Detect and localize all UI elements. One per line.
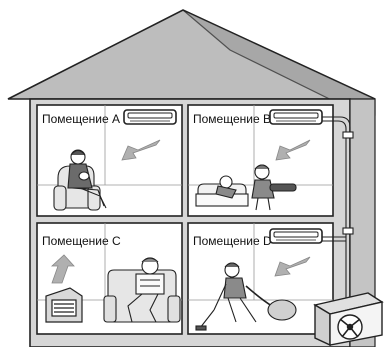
room-a-label: Помещение A — [42, 112, 120, 126]
indoor-unit-a-icon — [124, 110, 176, 124]
room-b-label: Помещение B — [193, 112, 271, 126]
indoor-unit-d-icon — [270, 229, 322, 243]
indoor-unit-b-icon — [270, 110, 322, 124]
room-d-label: Помещение D — [193, 234, 272, 248]
room-c-label: Помещение C — [42, 234, 121, 248]
